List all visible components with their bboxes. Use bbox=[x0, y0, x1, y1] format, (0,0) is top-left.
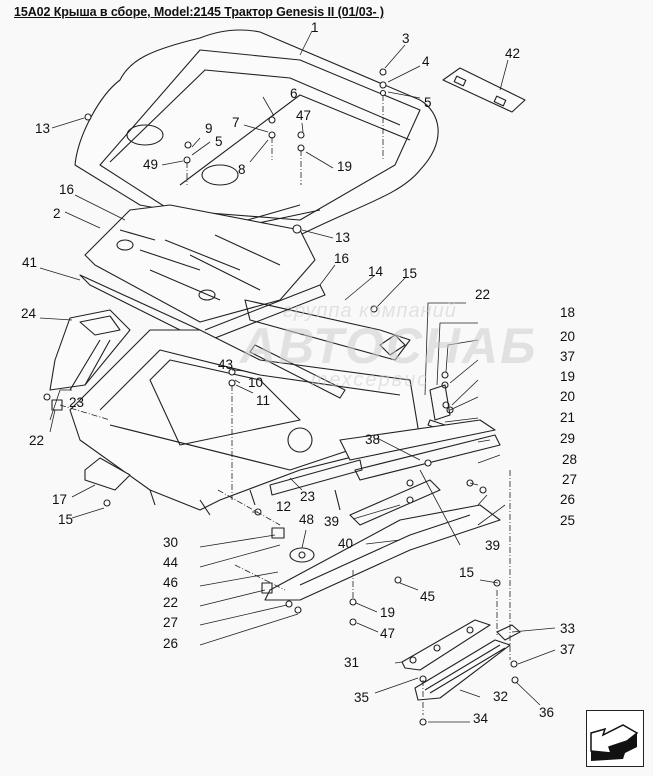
callout-45[interactable]: 45 bbox=[420, 589, 436, 604]
callout-21[interactable]: 21 bbox=[560, 410, 576, 425]
callout-12[interactable]: 12 bbox=[276, 499, 292, 514]
callout-5[interactable]: 5 bbox=[424, 95, 432, 110]
callout-16[interactable]: 16 bbox=[334, 251, 350, 266]
callout-31[interactable]: 31 bbox=[344, 655, 360, 670]
callout-49[interactable]: 49 bbox=[143, 157, 159, 172]
callout-19[interactable]: 19 bbox=[560, 369, 576, 384]
callout-46[interactable]: 46 bbox=[163, 575, 179, 590]
callout-10[interactable]: 10 bbox=[248, 375, 264, 390]
side-bar-parts bbox=[269, 419, 501, 511]
callout-14[interactable]: 14 bbox=[368, 264, 384, 279]
callout-15[interactable]: 15 bbox=[459, 565, 475, 580]
callout-47[interactable]: 47 bbox=[380, 626, 396, 641]
rear-rail-part bbox=[244, 299, 411, 399]
callout-19[interactable]: 19 bbox=[380, 605, 396, 620]
page-title: 15A02 Крыша в сборе, Model:2145 Трактор … bbox=[14, 5, 384, 19]
callout-27[interactable]: 27 bbox=[163, 615, 179, 630]
callout-17[interactable]: 17 bbox=[52, 492, 68, 507]
callout-5[interactable]: 5 bbox=[215, 134, 223, 149]
callout-40[interactable]: 40 bbox=[338, 536, 354, 551]
callout-41[interactable]: 41 bbox=[22, 255, 38, 270]
callout-39[interactable]: 39 bbox=[485, 538, 501, 553]
bracket-parts bbox=[51, 399, 315, 594]
callout-15[interactable]: 15 bbox=[402, 266, 418, 281]
callout-39[interactable]: 39 bbox=[324, 514, 340, 529]
callout-19[interactable]: 19 bbox=[337, 159, 353, 174]
headliner-panel-part bbox=[79, 204, 326, 346]
callout-30[interactable]: 30 bbox=[163, 535, 179, 550]
roof-shell-part bbox=[74, 29, 439, 236]
callout-36[interactable]: 36 bbox=[539, 705, 555, 720]
callout-47[interactable]: 47 bbox=[296, 108, 312, 123]
callout-3[interactable]: 3 bbox=[402, 31, 410, 46]
callout-25[interactable]: 25 bbox=[560, 513, 576, 528]
callout-11[interactable]: 11 bbox=[256, 393, 271, 408]
left-rail-part bbox=[49, 309, 131, 391]
callout-20[interactable]: 20 bbox=[560, 329, 576, 344]
callout-23[interactable]: 23 bbox=[300, 489, 316, 504]
callout-26[interactable]: 26 bbox=[163, 636, 179, 651]
assembly-centerlines bbox=[59, 95, 511, 715]
callout-37[interactable]: 37 bbox=[560, 349, 576, 364]
leader-lines bbox=[39, 30, 556, 723]
callout-16[interactable]: 16 bbox=[59, 182, 75, 197]
callout-7[interactable]: 7 bbox=[232, 115, 240, 130]
callout-29[interactable]: 29 bbox=[560, 431, 576, 446]
callout-22[interactable]: 22 bbox=[29, 433, 45, 448]
callout-9[interactable]: 9 bbox=[205, 121, 213, 136]
callout-13[interactable]: 13 bbox=[35, 121, 51, 136]
callout-33[interactable]: 33 bbox=[560, 621, 576, 636]
callout-26[interactable]: 26 bbox=[560, 492, 576, 507]
callout-8[interactable]: 8 bbox=[238, 162, 246, 177]
callout-27[interactable]: 27 bbox=[562, 472, 578, 487]
arrow-back-left-down-icon bbox=[590, 724, 639, 761]
step-plate-parts bbox=[401, 619, 521, 701]
callout-28[interactable]: 28 bbox=[562, 452, 578, 467]
callout-23[interactable]: 23 bbox=[69, 395, 85, 410]
callout-37[interactable]: 37 bbox=[560, 642, 576, 657]
callout-35[interactable]: 35 bbox=[354, 690, 370, 705]
callout-1[interactable]: 1 bbox=[311, 20, 319, 35]
callout-42[interactable]: 42 bbox=[505, 46, 521, 61]
navigation-back-button[interactable] bbox=[586, 710, 644, 767]
callout-15[interactable]: 15 bbox=[58, 512, 74, 527]
callout-34[interactable]: 34 bbox=[473, 711, 489, 726]
callout-38[interactable]: 38 bbox=[365, 432, 381, 447]
callout-4[interactable]: 4 bbox=[422, 54, 430, 69]
callout-20[interactable]: 20 bbox=[560, 389, 576, 404]
callout-18[interactable]: 18 bbox=[560, 305, 576, 320]
callout-6[interactable]: 6 bbox=[290, 86, 298, 101]
callout-32[interactable]: 32 bbox=[493, 689, 509, 704]
callout-44[interactable]: 44 bbox=[163, 555, 179, 570]
callout-2[interactable]: 2 bbox=[53, 206, 61, 221]
callout-48[interactable]: 48 bbox=[299, 512, 315, 527]
callout-22[interactable]: 22 bbox=[475, 287, 491, 302]
cab-frame-part bbox=[69, 329, 421, 516]
sunshade-part bbox=[442, 67, 526, 113]
callout-43[interactable]: 43 bbox=[218, 357, 234, 372]
callout-24[interactable]: 24 bbox=[21, 306, 37, 321]
callout-22[interactable]: 22 bbox=[163, 595, 179, 610]
callout-13[interactable]: 13 bbox=[335, 230, 351, 245]
